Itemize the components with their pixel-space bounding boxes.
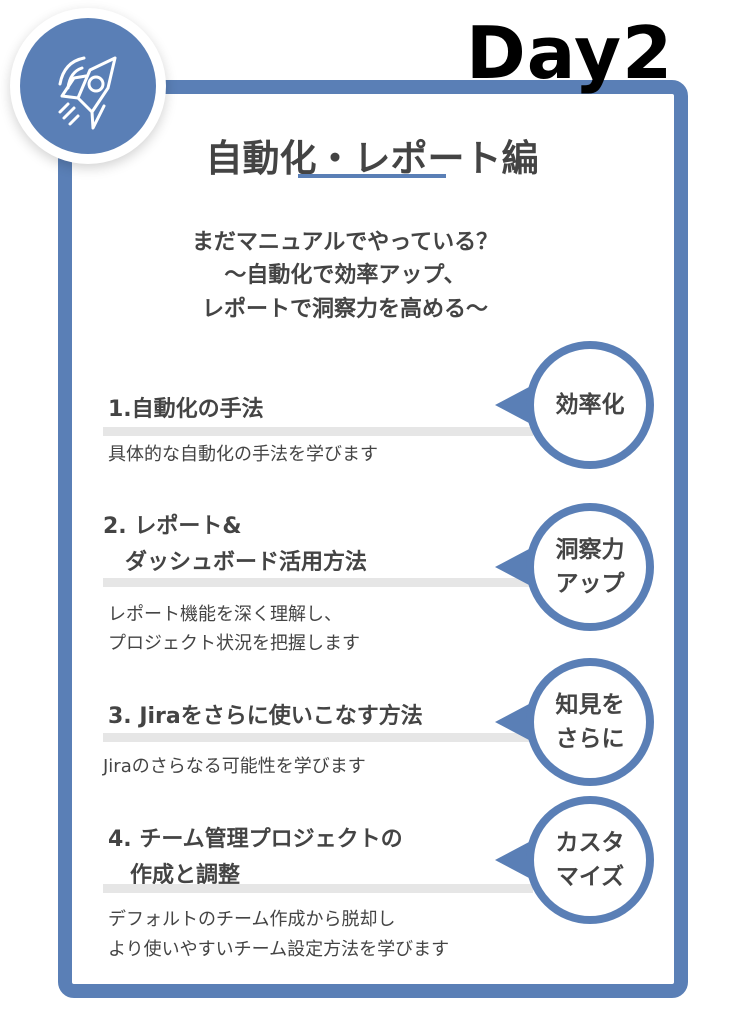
divider xyxy=(103,578,533,587)
item-title: 2. レポート& xyxy=(103,514,242,539)
divider xyxy=(103,884,533,893)
badge-text: さらに xyxy=(555,726,625,752)
item-title: 3. Jiraをさらに使いこなす方法 xyxy=(108,704,423,729)
badge-text: マイズ xyxy=(555,864,625,890)
badge-text: 知見を xyxy=(555,692,625,718)
rocket-icon xyxy=(20,18,156,154)
item-title: 作成と調整 xyxy=(108,863,241,888)
item-desc: より使いやすいチーム設定方法を学びます xyxy=(108,939,450,960)
item-title: 1.自動化の手法 xyxy=(108,397,264,422)
item-badge: カスタマイズ xyxy=(526,796,654,924)
divider xyxy=(103,427,533,436)
divider xyxy=(103,733,533,742)
item-badge: 知見をさらに xyxy=(526,658,654,786)
page-title: 自動化・レポート編 xyxy=(205,137,539,180)
item-desc: デフォルトのチーム作成から脱却し xyxy=(108,909,396,930)
item-desc: プロジェクト状況を把握します xyxy=(108,633,360,654)
pointer-icon xyxy=(495,842,529,878)
day-label: Day2 xyxy=(466,11,674,95)
subtitle-line: レポートで洞察力を高める〜 xyxy=(201,297,488,322)
subtitle-line: 〜自動化で効率アップ、 xyxy=(224,263,466,288)
item-badge: 効率化 xyxy=(526,341,654,469)
pointer-icon xyxy=(495,549,529,585)
item-badge: 洞察力アップ xyxy=(526,503,654,631)
item-title: ダッシュボード活用方法 xyxy=(103,550,368,575)
pointer-icon xyxy=(495,704,529,740)
title-underline xyxy=(298,174,446,178)
item-desc: レポート機能を深く理解し、 xyxy=(108,604,342,625)
pointer-icon xyxy=(495,387,529,423)
badge-text: アップ xyxy=(555,571,625,597)
badge-text: 洞察力 xyxy=(555,537,625,563)
item-desc: Jiraのさらなる可能性を学びます xyxy=(103,756,366,777)
badge-text: 効率化 xyxy=(555,392,625,418)
badge-text: カスタ xyxy=(555,830,625,856)
item-title: 4. チーム管理プロジェクトの xyxy=(108,827,403,852)
subtitle-line: まだマニュアルでやっている？ xyxy=(191,230,499,255)
item-desc: 具体的な自動化の手法を学びます xyxy=(108,444,378,465)
